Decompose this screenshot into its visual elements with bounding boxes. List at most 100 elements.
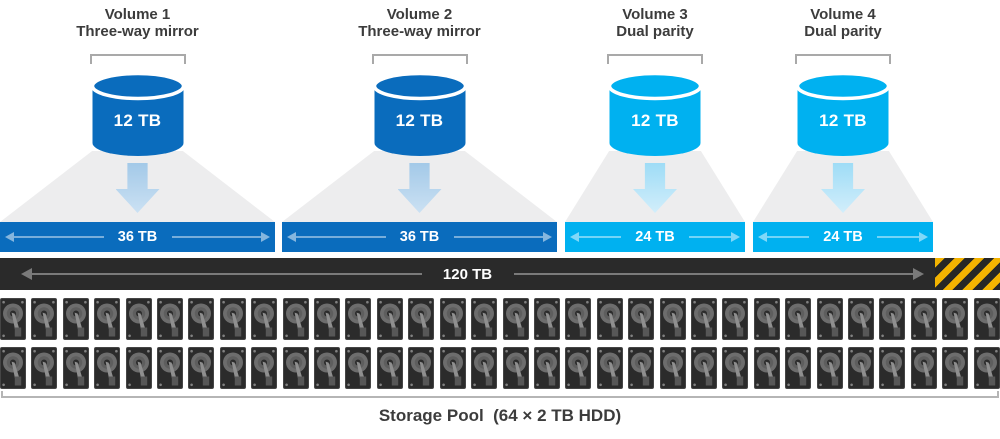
volume-header: Volume 3 Dual parity	[565, 6, 745, 40]
hdd-icon	[942, 347, 969, 389]
hdd-icon	[879, 347, 906, 389]
volume-name: Volume 2	[386, 6, 453, 23]
footprint-label: 24 TB	[635, 229, 675, 245]
hdd-icon	[94, 298, 121, 340]
volume-size-label: 12 TB	[631, 111, 679, 130]
footprint-bar: 24 TB	[565, 222, 745, 252]
right-arrow-icon	[513, 268, 924, 280]
hdd-icon	[973, 347, 1000, 389]
hdd-icon	[565, 298, 592, 340]
volume-column-2: 12 TB Volume 2 Three-way mirror 36 TB	[282, 0, 557, 252]
left-arrow-icon	[5, 232, 104, 242]
right-arrow-icon	[453, 232, 552, 242]
left-arrow-icon	[287, 232, 386, 242]
left-arrow-icon	[21, 268, 422, 280]
hdd-icon	[345, 347, 372, 389]
volume-resiliency: Dual parity	[804, 23, 882, 40]
bracket-icon	[371, 54, 468, 64]
volume-name: Volume 3	[622, 6, 688, 23]
hdd-icon	[31, 298, 58, 340]
right-arrow-icon	[171, 232, 270, 242]
hdd-icon	[879, 298, 906, 340]
left-arrow-icon	[570, 232, 621, 242]
volume-column-4: 12 TB Volume 4 Dual parity 24 TB	[753, 0, 933, 252]
hdd-icon	[628, 347, 655, 389]
hdd-icon	[785, 347, 812, 389]
hdd-icon	[910, 298, 937, 340]
hdd-icon	[502, 298, 529, 340]
hdd-icon	[910, 347, 937, 389]
hdd-icon	[690, 347, 717, 389]
hdd-icon	[659, 347, 686, 389]
storage-pool-caption: Storage Pool (64 × 2 TB HDD)	[378, 406, 622, 425]
hdd-icon	[439, 298, 466, 340]
volume-header: Volume 4 Dual parity	[753, 6, 933, 40]
bracket-icon	[89, 54, 186, 64]
bracket-icon	[607, 54, 703, 64]
footprint-label: 36 TB	[399, 229, 440, 245]
hdd-icon	[157, 298, 184, 340]
hdd-icon	[314, 298, 341, 340]
hdd-icon	[94, 347, 121, 389]
hdd-icon	[376, 347, 403, 389]
hdd-icon	[282, 347, 309, 389]
hdd-icon	[596, 347, 623, 389]
volume-resiliency: Dual parity	[616, 23, 694, 40]
footprint-label: 24 TB	[823, 229, 863, 245]
hdd-icon	[219, 347, 246, 389]
volume-cylinder-icon: 12 TB	[372, 70, 467, 158]
hdd-icon	[408, 298, 435, 340]
hdd-icon	[973, 298, 1000, 340]
reserve-capacity-hatch	[935, 258, 1000, 290]
hdd-icon	[753, 298, 780, 340]
volume-resiliency: Three-way mirror	[76, 23, 199, 40]
hdd-icon	[785, 298, 812, 340]
volume-size-label: 12 TB	[113, 111, 162, 130]
hdd-icon	[533, 347, 560, 389]
hdd-row	[0, 298, 1000, 340]
pool-bracket-icon	[1, 391, 999, 398]
volume-name: Volume 1	[104, 6, 171, 23]
hdd-icon	[659, 298, 686, 340]
volume-column-3: 12 TB Volume 3 Dual parity 24 TB	[565, 0, 745, 252]
volume-header: Volume 2 Three-way mirror	[282, 6, 557, 40]
hdd-icon	[816, 298, 843, 340]
footprint-bar: 24 TB	[753, 222, 933, 252]
hdd-icon	[942, 298, 969, 340]
hdd-row	[0, 347, 1000, 389]
left-arrow-icon	[758, 232, 809, 242]
hdd-icon	[533, 298, 560, 340]
hdd-icon	[0, 298, 26, 340]
hdd-icon	[816, 347, 843, 389]
volume-name: Volume 4	[810, 6, 876, 23]
hdd-icon	[471, 347, 498, 389]
hdd-icon	[722, 347, 749, 389]
footprint-bar: 36 TB	[282, 222, 557, 252]
hdd-icon	[565, 347, 592, 389]
hdd-icon	[628, 298, 655, 340]
volume-size-label: 12 TB	[819, 111, 867, 130]
pool-capacity-bar: 120 TB	[0, 258, 935, 290]
volume-column-1: 12 TB Volume 1 Three-way mirror 36 TB	[0, 0, 275, 252]
hdd-icon	[62, 347, 89, 389]
volume-cylinder-icon: 12 TB	[607, 70, 703, 158]
hdd-icon	[219, 298, 246, 340]
hdd-icon	[282, 298, 309, 340]
hdd-icon	[62, 298, 89, 340]
volume-header: Volume 1 Three-way mirror	[0, 6, 275, 40]
hdd-icon	[251, 347, 278, 389]
hdd-icon	[157, 347, 184, 389]
hdd-icon	[0, 347, 26, 389]
hdd-icon	[847, 298, 874, 340]
hdd-icon	[471, 298, 498, 340]
right-arrow-icon	[689, 232, 740, 242]
volume-size-label: 12 TB	[395, 111, 444, 130]
footprint-label: 36 TB	[117, 229, 158, 245]
hdd-icon	[502, 347, 529, 389]
hdd-icon	[376, 298, 403, 340]
hdd-icon	[345, 298, 372, 340]
hdd-icon	[690, 298, 717, 340]
hdd-icon	[753, 347, 780, 389]
hdd-icon	[125, 347, 152, 389]
